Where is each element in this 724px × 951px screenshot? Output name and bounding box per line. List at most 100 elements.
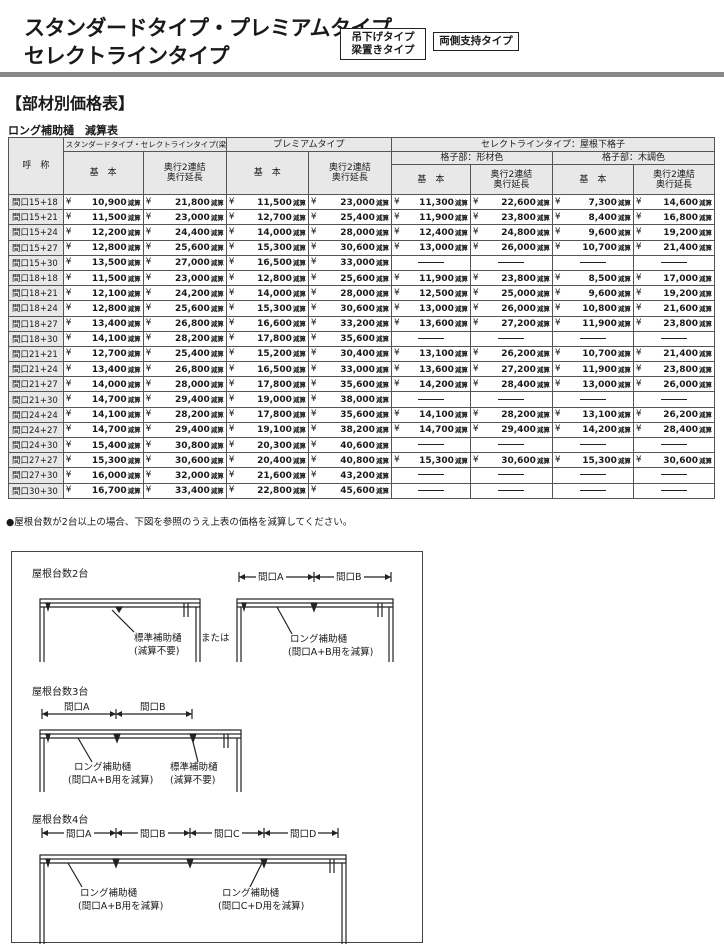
price-cell: ¥27,200減算 — [469, 315, 553, 332]
table-row: 間口18+30¥14,100減算¥28,200減算¥17,800減算¥35,60… — [8, 330, 716, 347]
price-value: 32,000 — [175, 470, 210, 481]
subtract-unit: 減算 — [292, 274, 306, 283]
yen-sign: ¥ — [635, 287, 642, 298]
long-gutter-note-4ab: (間口A+B用を減算) — [78, 901, 164, 912]
price-cell: ¥33,000減算 — [307, 361, 392, 378]
yen-sign: ¥ — [310, 485, 317, 496]
yen-sign: ¥ — [65, 469, 72, 480]
price-value: 25,600 — [340, 273, 375, 284]
yen-sign: ¥ — [393, 454, 400, 465]
subtract-unit: 減算 — [292, 304, 306, 313]
yen-sign: ¥ — [472, 242, 479, 253]
subtract-unit: 減算 — [375, 320, 389, 329]
yen-sign: ¥ — [310, 424, 317, 435]
price-cell: ¥25,600減算 — [142, 239, 227, 256]
price-cell: ¥23,000減算 — [142, 269, 227, 287]
row-label: 間口18+27 — [8, 315, 64, 332]
yen-sign: ¥ — [228, 424, 235, 435]
price-value: 21,400 — [663, 243, 698, 254]
price-cell: ¥38,000減算 — [307, 391, 392, 408]
badge-double-support: 両側支持タイプ — [433, 32, 519, 51]
price-value: 17,800 — [257, 379, 292, 390]
price-value: 43,200 — [340, 470, 375, 481]
price-cell: ¥29,400減算 — [142, 421, 227, 439]
price-cell: ¥21,800減算 — [142, 193, 227, 211]
price-cell: ¥13,100減算 — [390, 345, 471, 363]
table-row: 間口15+24¥12,200減算¥24,400減算¥14,000減算¥28,00… — [8, 224, 716, 241]
price-value: 10,900 — [91, 197, 127, 208]
subtract-unit: 減算 — [292, 335, 306, 344]
price-value: 16,000 — [91, 470, 127, 481]
price-value: 12,700 — [91, 349, 127, 360]
subtract-unit: 減算 — [375, 456, 389, 465]
price-value: 15,300 — [582, 455, 617, 466]
price-cell: ¥13,400減算 — [62, 315, 144, 332]
page-title-line1: スタンダードタイプ・プレミアムタイプ — [24, 16, 392, 40]
price-cell: ¥15,300減算 — [551, 452, 634, 469]
yen-sign: ¥ — [472, 211, 479, 222]
subtract-unit: 減算 — [375, 396, 389, 405]
subtract-unit: 減算 — [536, 426, 550, 435]
subtract-unit: 減算 — [454, 228, 468, 237]
price-cell: ¥25,400減算 — [142, 345, 227, 363]
yen-sign: ¥ — [145, 318, 152, 329]
yen-sign: ¥ — [472, 363, 479, 374]
price-cell: ¥30,800減算 — [142, 436, 227, 454]
yen-sign: ¥ — [310, 333, 317, 344]
price-value: 13,600 — [419, 319, 454, 330]
yen-sign: ¥ — [145, 409, 152, 420]
header-shape-ext: 奥行2連結奥行延長 — [469, 164, 553, 195]
yen-sign: ¥ — [228, 257, 235, 268]
yen-sign: ¥ — [635, 272, 642, 283]
subtract-unit: 減算 — [127, 411, 141, 420]
subtract-unit: 減算 — [210, 365, 224, 374]
row-label: 間口21+24 — [8, 361, 64, 378]
price-value: 14,000 — [257, 288, 292, 299]
subtract-unit: 減算 — [292, 487, 306, 496]
span-c-label-4: 間口C — [212, 826, 242, 840]
price-value: 16,500 — [257, 364, 292, 375]
price-cell: ¥13,000減算 — [390, 239, 471, 256]
subtract-unit: 減算 — [375, 304, 389, 313]
yen-sign: ¥ — [310, 378, 317, 389]
price-cell: ¥10,700減算 — [551, 239, 634, 256]
dash-mark — [660, 489, 687, 491]
subtract-unit: 減算 — [210, 304, 224, 313]
price-cell: ¥30,400減算 — [307, 345, 392, 363]
price-value: 11,500 — [91, 212, 127, 223]
subtract-unit: 減算 — [292, 411, 306, 420]
yen-sign: ¥ — [472, 409, 479, 420]
price-cell: ¥13,000減算 — [551, 376, 634, 393]
header-shape-color: 格子部：形材色 — [390, 151, 553, 165]
yen-sign: ¥ — [145, 333, 152, 344]
badge-suspended-beam: 吊下げタイプ 梁置きタイプ — [340, 28, 426, 60]
row-label: 間口21+21 — [8, 345, 64, 363]
span-d-label-4: 間口D — [288, 826, 319, 840]
empty-cell — [551, 391, 634, 408]
table-row: 間口21+21¥12,700減算¥25,400減算¥15,200減算¥30,40… — [8, 345, 716, 363]
price-cell: ¥25,000減算 — [469, 285, 553, 302]
price-cell: ¥11,500減算 — [62, 269, 144, 287]
price-value: 26,200 — [663, 410, 698, 421]
price-value: 28,400 — [663, 425, 698, 436]
price-cell: ¥45,600減算 — [307, 482, 392, 499]
subtract-unit: 減算 — [292, 244, 306, 253]
row-label: 間口15+27 — [8, 239, 64, 256]
yen-sign: ¥ — [145, 439, 152, 450]
yen-sign: ¥ — [635, 242, 642, 253]
price-cell: ¥13,500減算 — [62, 254, 144, 271]
price-value: 24,200 — [175, 288, 210, 299]
yen-sign: ¥ — [145, 242, 152, 253]
price-value: 11,500 — [257, 197, 292, 208]
dash-mark — [579, 444, 606, 446]
subtract-unit: 減算 — [210, 198, 224, 207]
price-cell: ¥28,000減算 — [307, 285, 392, 302]
row-label: 間口15+21 — [8, 209, 64, 226]
price-cell: ¥8,500減算 — [551, 269, 634, 287]
subtract-unit: 減算 — [375, 471, 389, 480]
price-cell: ¥11,900減算 — [390, 209, 471, 226]
table-row: 間口27+30¥16,000減算¥32,000減算¥21,600減算¥43,20… — [8, 467, 716, 484]
price-cell: ¥12,700減算 — [62, 345, 144, 363]
price-cell: ¥16,000減算 — [62, 467, 144, 484]
subtract-unit: 減算 — [699, 411, 712, 420]
